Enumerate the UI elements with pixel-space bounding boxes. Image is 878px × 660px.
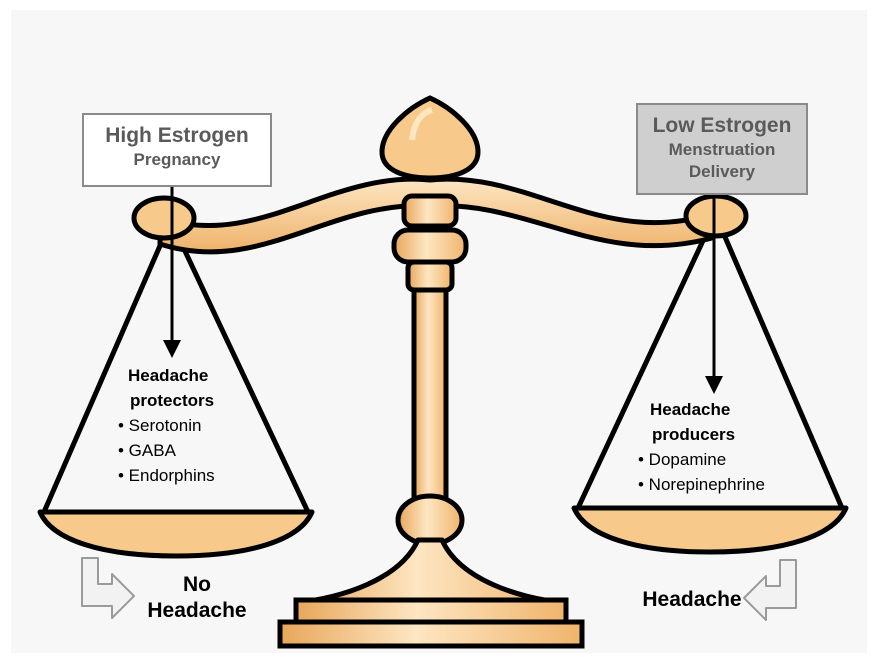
right-pan-text: Headache producers • Dopamine • Norepine… <box>650 397 765 497</box>
high-estrogen-box: High Estrogen Pregnancy <box>82 113 272 187</box>
scale-column <box>300 196 560 602</box>
gaba-item: • GABA <box>118 438 215 463</box>
norepinephrine-item: • Norepinephrine <box>638 472 765 497</box>
low-estrogen-box: Low Estrogen Menstruation Delivery <box>636 103 808 195</box>
left-outcome: No Headache <box>132 572 262 624</box>
serotonin-item: • Serotonin <box>118 413 215 438</box>
pregnancy-label: Pregnancy <box>84 149 270 171</box>
delivery-label: Delivery <box>638 161 806 183</box>
left-pan-heading-line2: protectors <box>130 388 215 413</box>
endorphins-item: • Endorphins <box>118 463 215 488</box>
left-pan <box>40 512 312 556</box>
right-pan <box>574 508 846 552</box>
left-curved-arrow-icon <box>82 558 134 618</box>
dopamine-item: • Dopamine <box>638 447 765 472</box>
scale-base <box>280 600 582 646</box>
right-curved-arrow-icon <box>744 560 796 620</box>
left-pan-heading-line1: Headache <box>128 363 215 388</box>
right-pan-heading-line1: Headache <box>650 397 765 422</box>
left-outcome-line2: Headache <box>132 598 262 624</box>
left-outcome-line1: No <box>132 572 262 598</box>
menstruation-label: Menstruation <box>638 139 806 161</box>
right-outcome: Headache <box>634 587 750 613</box>
left-beam-knob <box>134 198 194 238</box>
high-estrogen-title: High Estrogen <box>84 123 270 149</box>
right-beam-knob <box>686 196 746 236</box>
left-pan-text: Headache protectors • Serotonin • GABA •… <box>128 363 215 488</box>
right-pan-heading-line2: producers <box>652 422 765 447</box>
low-estrogen-title: Low Estrogen <box>638 113 806 139</box>
